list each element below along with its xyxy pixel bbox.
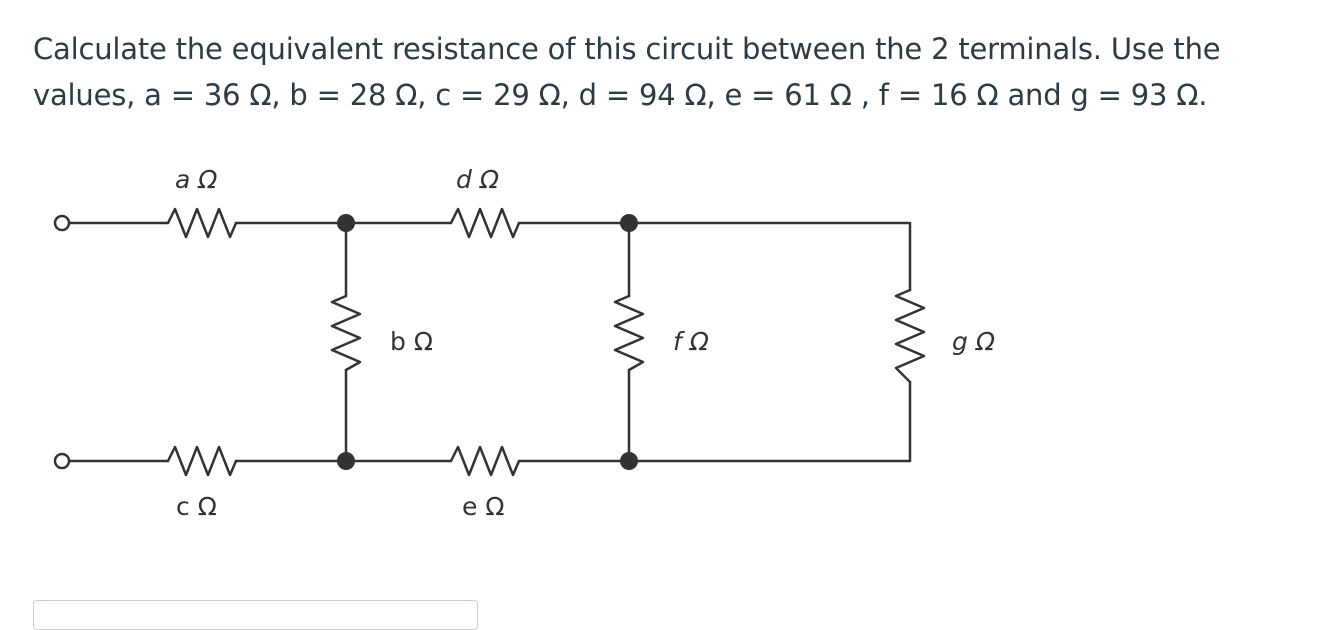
label-b: b Ω: [390, 327, 433, 356]
wire-top-right: [517, 221, 912, 292]
terminal-bottom: [53, 452, 71, 470]
junction-dot: [337, 214, 355, 232]
resistor-a: [166, 207, 238, 239]
answer-input[interactable]: [33, 600, 478, 630]
label-g: g Ω: [952, 327, 995, 356]
junction-dot: [337, 452, 355, 470]
junction-dot: [620, 452, 638, 470]
resistor-f: [613, 294, 645, 372]
junction-dot: [620, 214, 638, 232]
label-e: e Ω: [462, 492, 504, 521]
resistor-g: [894, 288, 926, 384]
label-c: c Ω: [176, 492, 217, 521]
resistor-b: [330, 294, 362, 372]
wire-bottom-right: [517, 380, 912, 463]
question-text: Calculate the equivalent resistance of t…: [33, 32, 1221, 112]
resistor-e: [449, 445, 521, 477]
label-a: a Ω: [175, 165, 217, 194]
circuit-diagram: a Ω d Ω b Ω f Ω g Ω c Ω e Ω: [53, 165, 995, 521]
label-f: f Ω: [673, 327, 709, 356]
resistor-c: [166, 445, 238, 477]
label-d: d Ω: [456, 165, 499, 194]
resistor-d: [449, 207, 521, 239]
terminal-top: [53, 214, 71, 232]
